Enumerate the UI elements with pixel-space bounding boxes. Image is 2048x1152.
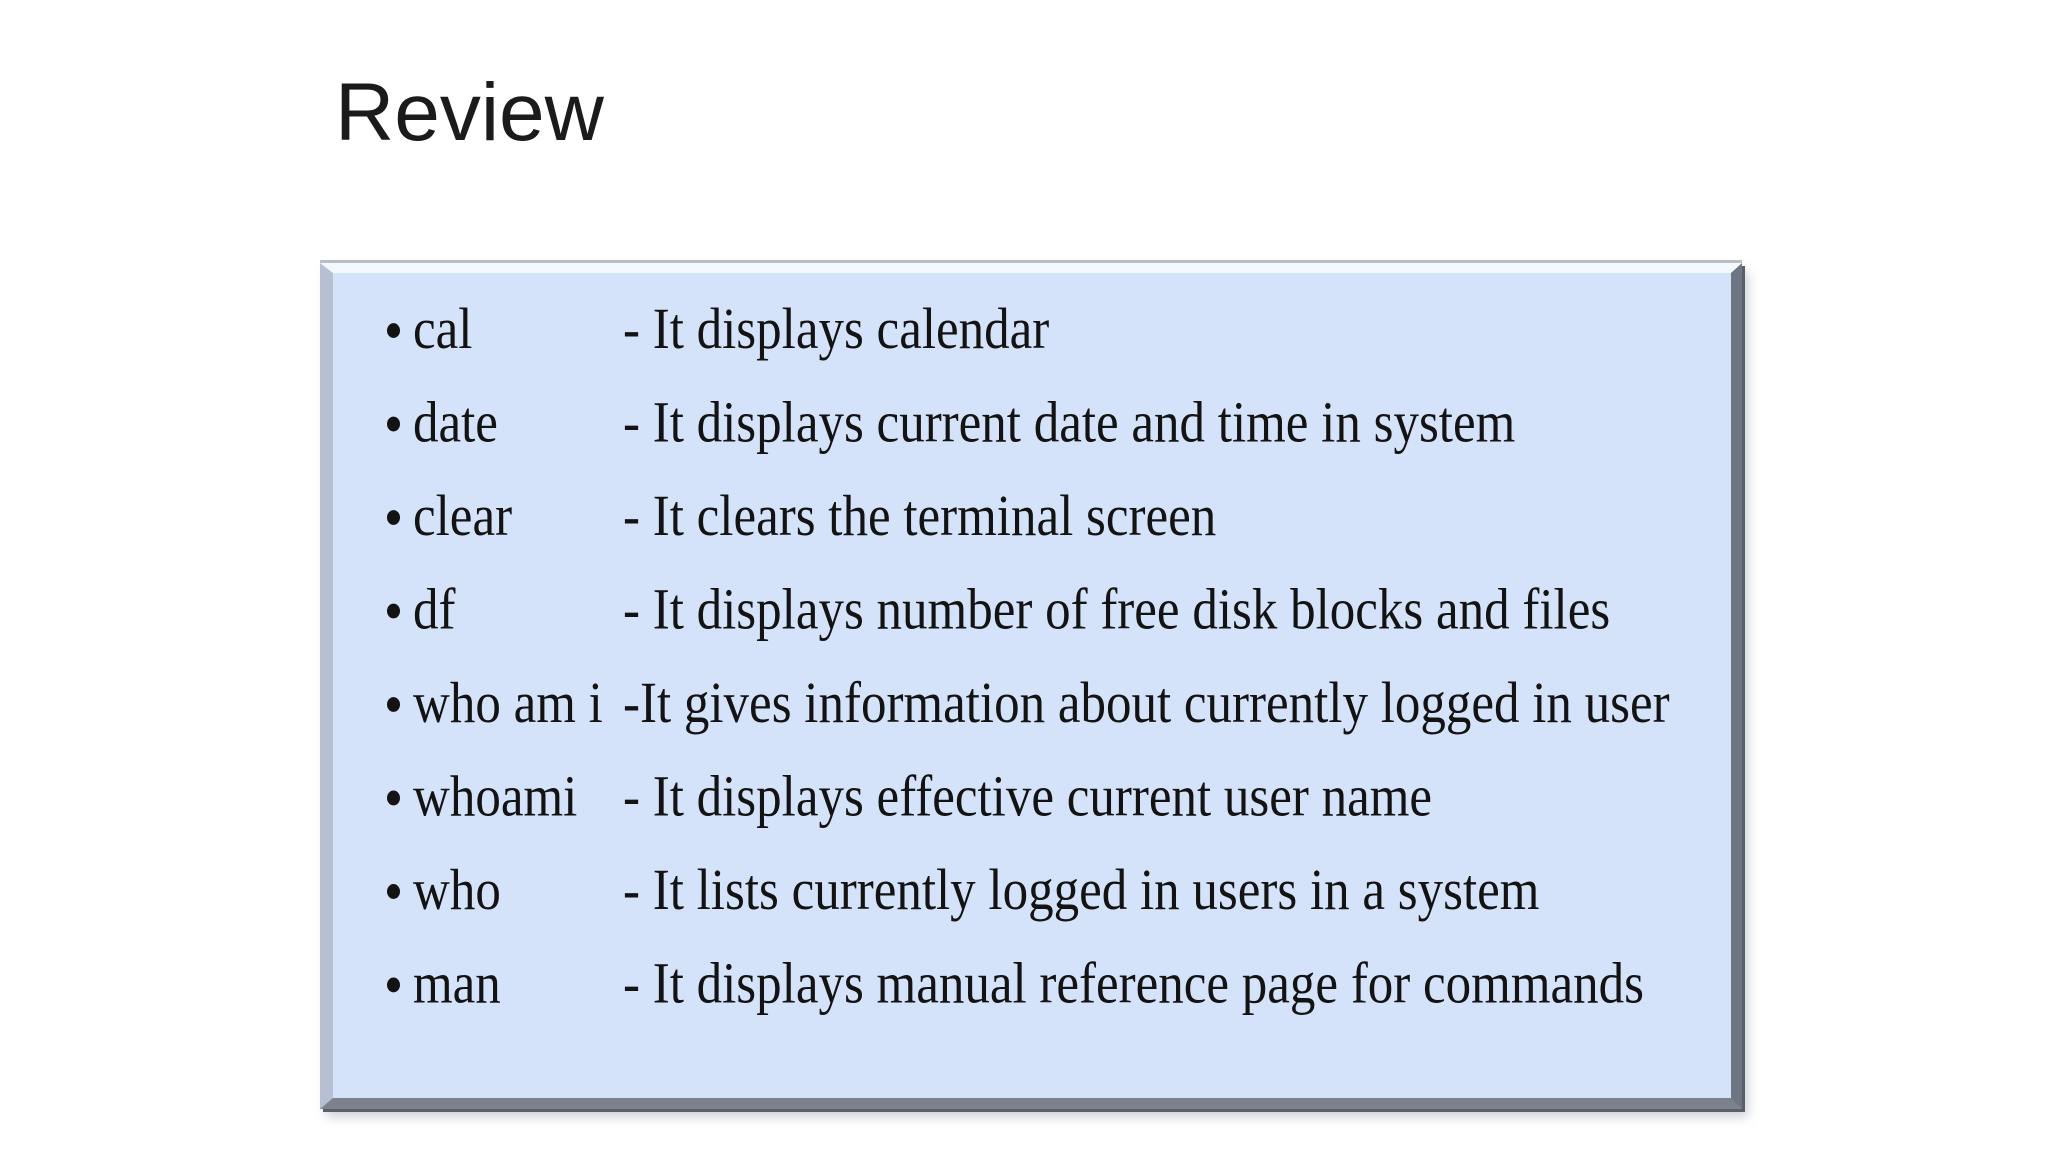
command-description: - It displays current date and time in s…	[623, 391, 1516, 456]
list-item: whoami - It displays effective current u…	[333, 751, 1731, 844]
bullet-icon	[387, 416, 400, 431]
list-item: date - It displays current date and time…	[333, 377, 1731, 470]
command-list: cal - It displays calendar date - It dis…	[333, 273, 1731, 1031]
list-item: man - It displays manual reference page …	[333, 938, 1731, 1031]
bullet-icon	[387, 696, 400, 712]
bullet-icon	[387, 603, 400, 618]
command-description: -It gives information about currently lo…	[623, 672, 1670, 736]
list-item: cal - It displays calendar	[333, 283, 1731, 376]
command-description: - It displays calendar	[623, 298, 1050, 362]
command-description: - It lists currently logged in users in …	[623, 858, 1540, 923]
command-name: who am i	[413, 672, 603, 736]
command-description: - It displays effective current user nam…	[623, 765, 1433, 830]
list-item: clear - It clears the terminal screen	[333, 470, 1731, 563]
command-name: date	[413, 391, 498, 456]
list-item: who - It lists currently logged in users…	[333, 844, 1731, 937]
command-name: df	[413, 578, 456, 643]
command-name: man	[413, 952, 501, 1017]
commands-panel: cal - It displays calendar date - It dis…	[320, 263, 1742, 1109]
bullet-icon	[387, 789, 400, 805]
command-name: clear	[413, 485, 513, 549]
command-name: cal	[413, 298, 473, 362]
bullet-icon	[387, 322, 400, 338]
bullet-icon	[387, 976, 400, 992]
list-item: who am i -It gives information about cur…	[333, 657, 1731, 750]
page-title: Review	[335, 67, 604, 158]
bullet-icon	[387, 509, 400, 525]
command-description: - It clears the terminal screen	[623, 485, 1217, 549]
command-name: whoami	[413, 765, 578, 830]
command-name: who	[413, 858, 501, 923]
list-item: df - It displays number of free disk blo…	[333, 564, 1731, 657]
command-description: - It displays number of free disk blocks…	[623, 578, 1611, 643]
bullet-icon	[387, 883, 400, 899]
command-description: - It displays manual reference page for …	[623, 952, 1644, 1017]
